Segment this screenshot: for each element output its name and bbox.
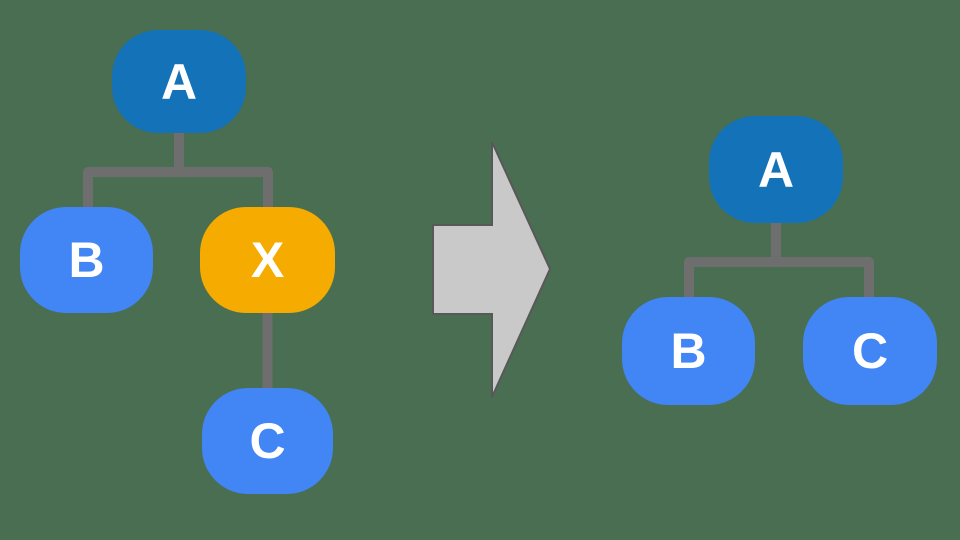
before-node-a: A	[112, 30, 246, 133]
after-node-a: A	[709, 116, 843, 223]
transform-arrow-right-icon	[432, 141, 552, 398]
after-node-b: B	[622, 297, 755, 405]
before-node-c: C	[202, 388, 333, 494]
after-tree-children-bracket	[684, 257, 874, 302]
before-node-x: X	[200, 207, 335, 313]
before-tree-children-bracket	[83, 167, 273, 210]
before-node-b: B	[20, 207, 153, 313]
after-node-c: C	[803, 297, 937, 405]
